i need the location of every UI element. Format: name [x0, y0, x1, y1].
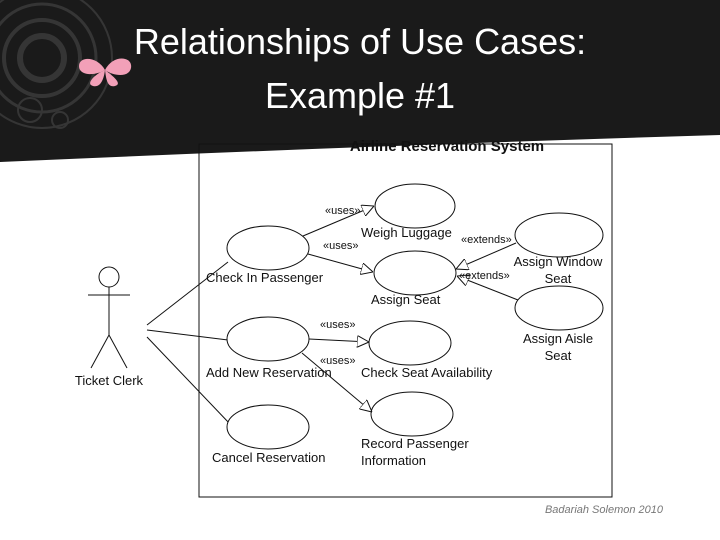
actor-figure [88, 266, 130, 369]
label-assign-seat: Assign Seat [371, 292, 441, 307]
use-case-check-seat-availability [368, 320, 452, 366]
header-background [0, 0, 720, 162]
decorative-rings [0, 0, 113, 129]
slide-title-line-1: Relationships of Use Cases: [133, 21, 587, 62]
use-case-record-passenger-info [370, 391, 454, 437]
use-case-check-in-passenger [226, 225, 310, 271]
use-case-cancel-reservation [226, 404, 310, 450]
slide-header: Relationships of Use Cases: Example #1 [0, 0, 720, 168]
use-case-assign-aisle-seat [514, 285, 604, 331]
label-record-passenger-info-1: Record Passenger [361, 436, 469, 451]
label-assign-aisle-seat-1: Assign Aisle [523, 331, 593, 346]
stereotype-extends-1: «extends» [461, 234, 512, 246]
label-add-new-reservation: Add New Reservation [206, 365, 332, 380]
label-cancel-reservation: Cancel Reservation [212, 450, 325, 465]
uses-add-reservation-record-passenger [301, 352, 372, 412]
stereotype-extends-2: «extends» [459, 270, 510, 282]
stereotype-uses-4: «uses» [320, 355, 355, 367]
slide-title-line-2: Example #1 [264, 75, 456, 116]
label-record-passenger-info-2: Information [361, 453, 426, 468]
stereotype-uses-1: «uses» [325, 205, 360, 217]
use-case-add-new-reservation [226, 316, 310, 362]
label-check-in-passenger: Check In Passenger [206, 270, 324, 285]
extends-aisle-to-assign-seat [457, 276, 519, 301]
uses-check-in-assign-seat [307, 253, 373, 272]
actor-label: Ticket Clerk [75, 373, 144, 388]
actor-associations [146, 261, 231, 425]
system-boundary [198, 143, 613, 498]
stereotype-uses-3: «uses» [320, 319, 355, 331]
use-case-ellipses [226, 183, 604, 450]
use-case-assign-seat [373, 250, 457, 296]
label-check-seat-availability: Check Seat Availability [361, 365, 493, 380]
label-assign-window-seat-1: Assign Window [514, 254, 603, 269]
system-name: Airline Reservation System [350, 138, 544, 155]
label-assign-aisle-seat-2: Seat [545, 348, 572, 363]
uses-check-in-weigh-luggage [302, 206, 374, 237]
butterfly-icon [79, 58, 132, 87]
label-assign-window-seat-2: Seat [545, 271, 572, 286]
relationships [301, 206, 519, 412]
stereotype-uses-2: «uses» [323, 240, 358, 252]
extends-window-to-assign-seat [456, 242, 517, 269]
use-case-assign-window-seat [514, 212, 604, 258]
label-weigh-luggage: Weigh Luggage [361, 225, 452, 240]
uses-add-reservation-check-seat [308, 339, 369, 342]
use-case-weigh-luggage [374, 183, 456, 229]
slide-footer: Badariah Solemon 2010 [544, 504, 663, 516]
